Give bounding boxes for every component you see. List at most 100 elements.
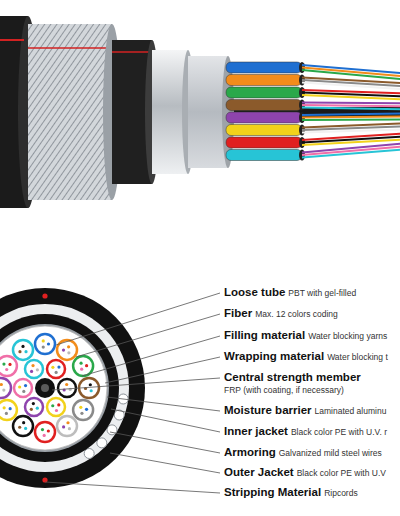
ripcord — [42, 293, 47, 298]
fiber-dot — [42, 345, 45, 348]
part-name: Central strength member — [224, 370, 361, 384]
armor-3d — [28, 24, 112, 200]
part-description: Black color PE with U.V. r — [291, 427, 387, 438]
loose-tube — [47, 360, 65, 378]
fiber-dot — [51, 366, 54, 369]
part-name: Fiber — [224, 306, 252, 320]
fiber-dot — [68, 427, 71, 430]
loose-tube — [57, 340, 77, 360]
part-name: Loose tube — [224, 285, 285, 299]
loose-tube — [35, 334, 55, 354]
cable-3d — [0, 16, 400, 208]
fiber-dot — [55, 409, 58, 412]
fiber-3d — [302, 108, 400, 110]
steel-wire — [97, 438, 107, 448]
loose-tube — [73, 356, 93, 376]
fiber-dot — [89, 383, 92, 386]
ripcord-stripe — [0, 39, 24, 41]
part-name: Wrapping material — [224, 349, 324, 363]
fiber-dot — [57, 403, 60, 406]
fiber-dot — [18, 426, 21, 429]
fiber-dot — [2, 388, 5, 391]
fiber-dot — [90, 389, 93, 392]
fiber-dot — [3, 406, 6, 409]
fiber-dot — [30, 370, 33, 373]
fiber-dot — [67, 345, 70, 348]
ripcord-stripe — [112, 51, 152, 53]
leader-line — [76, 314, 220, 357]
loose-tube — [13, 416, 33, 436]
fiber-dot — [5, 368, 8, 371]
leader-line — [45, 482, 220, 493]
fiber-dot — [47, 342, 50, 345]
part-description: Water blocking t — [327, 352, 388, 363]
part-name: Armoring — [224, 445, 276, 459]
leader-line — [82, 336, 220, 376]
leader-line — [52, 378, 220, 390]
fiber-3d — [302, 95, 400, 99]
fiber-dot — [79, 362, 82, 365]
fiber-dot — [30, 408, 33, 411]
fiber-dot — [2, 362, 5, 365]
steel-wire — [84, 448, 94, 458]
fiber-3d — [302, 129, 400, 132]
part-description: Water blocking yarns — [308, 331, 387, 342]
part-description: Galvanized mild steel wires — [279, 448, 382, 459]
loose-tube — [0, 378, 11, 398]
part-description: Laminated aluminu — [315, 406, 387, 417]
moisture-barrier-ring — [0, 324, 109, 452]
loose-tube — [57, 416, 77, 436]
fiber-dot — [43, 434, 46, 437]
fiber-dot — [22, 390, 25, 393]
loose-tube-3d — [226, 100, 302, 111]
part-description: Black color PE with U.V — [297, 468, 386, 479]
fiber-dot — [55, 371, 58, 374]
fiber-dot — [32, 402, 35, 405]
fiber-3d — [302, 116, 400, 117]
part-description: Ripcords — [324, 488, 358, 499]
part-name: Inner jacket — [224, 424, 288, 438]
loose-tube-3d — [226, 137, 302, 148]
outer-jacket-ring — [0, 288, 145, 488]
leader-line — [111, 409, 220, 432]
strength-member-core — [41, 384, 49, 392]
fiber-dot — [79, 406, 82, 409]
part-description: PBT with gel-filled — [288, 288, 356, 299]
loose-tube — [0, 400, 17, 420]
fiber-dot — [66, 421, 69, 424]
fiber-dot — [8, 363, 11, 366]
leader-line — [110, 453, 220, 473]
wrapping-ring — [0, 326, 107, 450]
fiber-3d — [302, 113, 400, 115]
loose-tube-3d — [226, 112, 302, 123]
loose-tube — [58, 379, 76, 397]
loose-tube-3d — [226, 125, 302, 136]
fiber-dot — [22, 421, 25, 424]
fiber-dot — [62, 348, 65, 351]
loose-tube-3d — [226, 62, 302, 73]
fiber-dot — [24, 350, 27, 353]
loose-tube — [35, 422, 55, 442]
part-name: Filling material — [224, 328, 305, 342]
fiber-3d — [302, 83, 400, 90]
loose-tube — [25, 360, 43, 378]
fiber-dot — [36, 368, 39, 371]
part-name: Outer Jacket — [224, 465, 294, 479]
loose-tube-3d — [226, 87, 302, 98]
fiber-dot — [0, 383, 3, 386]
loose-tube — [14, 379, 32, 397]
loose-tube — [0, 356, 17, 376]
cross-section — [0, 288, 145, 488]
fiber-dot — [80, 412, 83, 415]
fiber-dot — [41, 428, 44, 431]
armoring-ring — [0, 304, 129, 472]
loose-tube — [73, 400, 93, 420]
fiber-dot — [31, 364, 34, 367]
fiber-dot — [21, 345, 24, 348]
fiber-dot — [57, 365, 60, 368]
part-name: Stripping Material — [224, 485, 321, 499]
loose-tube — [25, 398, 43, 416]
